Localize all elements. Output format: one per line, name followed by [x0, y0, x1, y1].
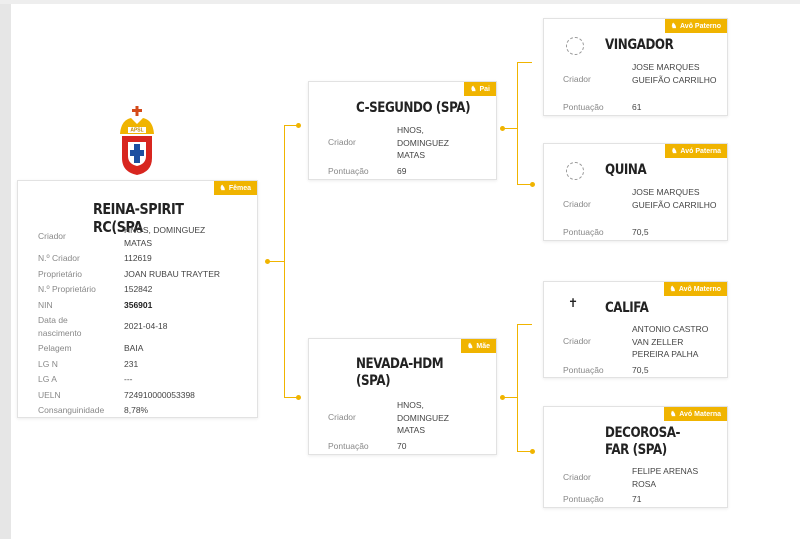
- connector-line: [517, 324, 518, 451]
- connector-line: [517, 451, 532, 452]
- horse-name: CALIFA: [605, 300, 649, 316]
- horse-name: C-SEGUNDO (SPA): [356, 100, 471, 116]
- breeder-mark-icon: ✝: [568, 296, 579, 310]
- parent-badge: ♞Pai: [464, 82, 496, 96]
- horse-placeholder-icon: [566, 37, 584, 55]
- connector-line: [502, 128, 517, 129]
- horse-name: VINGADOR: [605, 37, 674, 53]
- connector-line: [517, 62, 532, 63]
- horse-icon: ♞: [669, 411, 677, 418]
- connector-dot: [530, 182, 535, 187]
- connector-line: [284, 125, 285, 397]
- connector-line: [267, 261, 284, 262]
- connector-line: [517, 62, 518, 184]
- connector-line: [517, 184, 532, 185]
- connector-line: [517, 324, 532, 325]
- horse-icon: ♞: [670, 23, 678, 30]
- horse-name: QUINA: [605, 162, 647, 178]
- horse-name: DECOROSA-FAR (SPA): [605, 425, 681, 458]
- field-lg-a: LG A---: [38, 374, 133, 384]
- horse-icon: ♞: [669, 286, 676, 293]
- connector-line: [284, 397, 298, 398]
- horse-icon: ♞: [671, 148, 678, 155]
- horse-name: REINA-SPIRIT RC(SPA: [93, 200, 184, 236]
- parent-badge: ♞Mãe: [461, 339, 496, 353]
- horse-placeholder-icon: [566, 162, 584, 180]
- sex-badge: ♞Fêmea: [213, 181, 257, 195]
- connector-dot: [296, 123, 301, 128]
- horse-icon: ♞: [467, 343, 474, 350]
- horse-icon: ♞: [470, 86, 477, 93]
- crest-text: APSL: [130, 128, 143, 134]
- top-edge-bar: [0, 0, 800, 4]
- association-crest-logo: APSL: [120, 106, 154, 175]
- connector-line: [502, 397, 517, 398]
- connector-dot: [296, 395, 301, 400]
- connector-dot: [530, 449, 535, 454]
- horse-icon: ♞: [219, 185, 226, 192]
- left-edge-bar: [0, 0, 11, 539]
- horse-name: NEVADA-HDM (SPA): [356, 356, 444, 389]
- connector-line: [284, 125, 298, 126]
